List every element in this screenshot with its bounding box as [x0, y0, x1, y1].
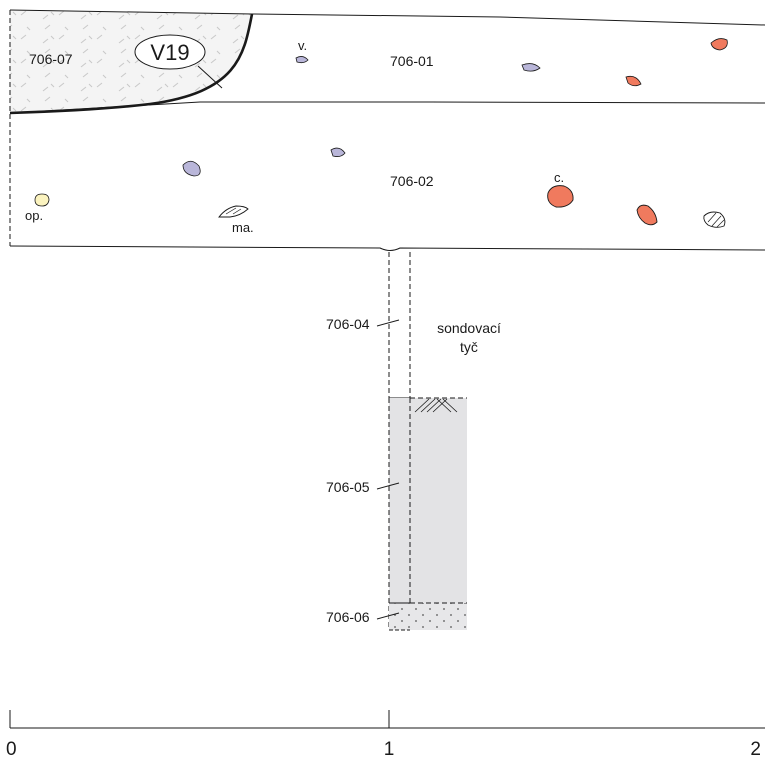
layer-706-05-fill	[389, 398, 467, 603]
stone-violet	[330, 147, 346, 157]
leader-706-04	[376, 319, 400, 327]
layer-706-06-stipple	[389, 603, 467, 630]
stones-706-02	[34, 147, 726, 228]
layer-label-706-04: 706-04	[326, 316, 370, 332]
layer-706-07	[9, 10, 254, 115]
probe-column	[388, 252, 467, 631]
stones-706-01	[295, 38, 728, 87]
stone-violet	[182, 160, 201, 177]
annotation-v: v.	[298, 38, 307, 53]
layer-label-706-02: 706-02	[390, 173, 434, 189]
layer-706-02-bottom	[9, 245, 765, 251]
v19-leader	[197, 65, 223, 89]
annotation-op: op.	[25, 208, 43, 223]
layer-706-05-hatch-mark	[414, 398, 458, 413]
layer-label-706-05: 706-05	[326, 479, 370, 495]
v19-label: V19	[150, 40, 189, 65]
layer-label-706-07: 706-07	[29, 51, 73, 67]
boundary-706-01-706-02	[9, 101, 765, 114]
stone-violet	[295, 56, 309, 64]
scale-bar: 0 1 2	[6, 710, 765, 759]
v19-ellipse	[134, 34, 206, 70]
annotation-ma: ma.	[232, 220, 254, 235]
stone-marlstone	[218, 205, 249, 218]
stone-red	[625, 75, 642, 87]
v19-boundary-line	[9, 13, 254, 115]
stone-violet	[521, 63, 541, 72]
stone-hatched	[703, 211, 726, 228]
stone-red	[636, 204, 658, 226]
layer-706-07-hatch	[10, 10, 252, 113]
stone-red	[710, 38, 728, 51]
probe-label-line2: tyč	[460, 339, 478, 355]
annotation-c: c.	[554, 170, 564, 185]
scale-label-2: 2	[750, 739, 761, 759]
scale-label-1: 1	[384, 739, 395, 759]
layer-706-01-outline	[9, 9, 765, 26]
stone-yellow	[34, 193, 50, 207]
stone-red	[547, 185, 574, 208]
leader-706-05	[376, 482, 400, 490]
scale-label-0: 0	[6, 739, 17, 759]
leader-706-06	[376, 612, 400, 620]
layer-label-706-06: 706-06	[326, 609, 370, 625]
feature-v19: V19	[134, 34, 223, 89]
probe-label-line1: sondovací	[437, 320, 501, 336]
layer-label-706-01: 706-01	[390, 53, 434, 69]
